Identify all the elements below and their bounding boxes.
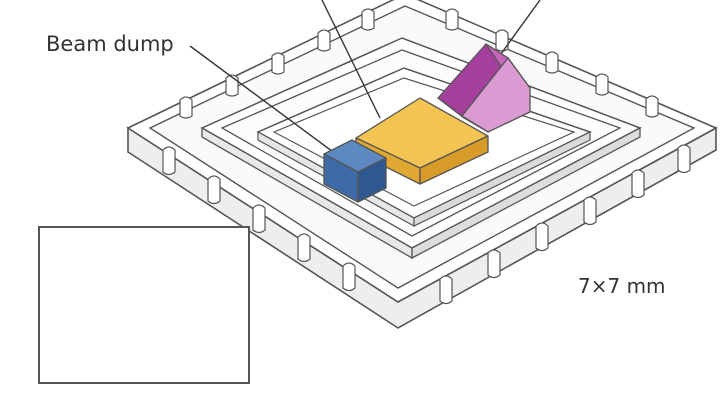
package-size-label: 7×7 mm [578,274,666,298]
prism-leader [497,0,541,59]
leader-lines [189,0,541,161]
beam-dump-right [357,157,387,203]
beam-dump [323,139,387,203]
prism [437,43,531,133]
castellations-left [162,146,356,292]
center-leader [321,0,381,119]
center-block-right [419,135,489,185]
beam-dump-label: Beam dump [46,32,174,56]
castellations-back [179,8,659,119]
center-block [355,97,489,185]
beam-dump-leader [189,45,345,161]
inset-photo-frame [38,226,250,384]
castellations-right [439,144,691,305]
prism-base-face [437,97,489,133]
